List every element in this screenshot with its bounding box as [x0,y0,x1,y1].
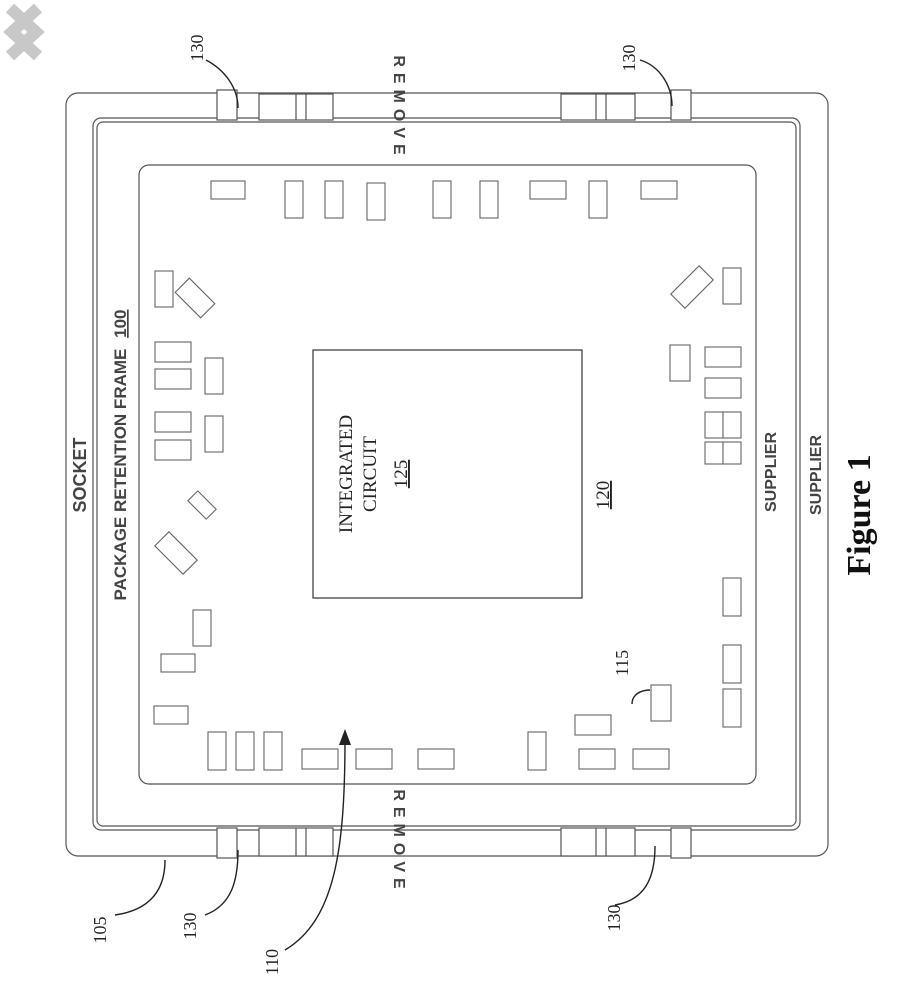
latch-tab-bottom-right [670,827,692,859]
remove-label-bottom: REMOVE [390,789,407,894]
supplier-label-outer: SUPPLIER [808,435,825,515]
latch-tab-top-left [216,89,238,121]
latch-tab-top-right [670,89,692,121]
remove-label-top: REMOVE [390,55,407,160]
frame-inner-line [96,121,797,827]
frame-label: PACKAGE RETENTION FRAME 100 [111,310,130,601]
ref-130-top-right: 130 [619,45,639,72]
ref-115: 115 [612,650,632,676]
chip-label-line2: CIRCUIT [360,436,381,512]
frame-outline [92,117,801,831]
clip-top-right [560,93,636,121]
figure-caption: Figure 1 [841,454,878,575]
substrate-ref: 120 [593,481,614,510]
chip-ref: 125 [391,460,412,489]
passive-components [153,180,742,771]
ref-105: 105 [90,917,110,944]
ref-130-bottom-right: 130 [604,905,624,932]
chip-label-line1: INTEGRATED [336,415,357,533]
latch-tab-bottom-left [216,827,238,859]
clip-bottom-right [560,827,636,857]
ref-130-bottom-left: 130 [180,913,200,940]
previous-button[interactable] [0,0,48,64]
socket-label: SOCKET [70,437,90,512]
ref-110: 110 [262,949,282,975]
socket-outline [65,92,829,857]
chevron-right-icon [5,3,45,61]
reference-leaders [114,59,673,951]
next-button[interactable] [0,0,48,64]
chevron-left-icon [3,3,43,61]
ref-130-top-left: 130 [187,35,207,62]
integrated-circuit-die [312,349,583,599]
frame-ref: 100 [111,310,130,338]
supplier-label-inner: SUPPLIER [763,432,780,512]
substrate-outline [138,164,757,785]
arrowhead-110 [339,729,351,745]
